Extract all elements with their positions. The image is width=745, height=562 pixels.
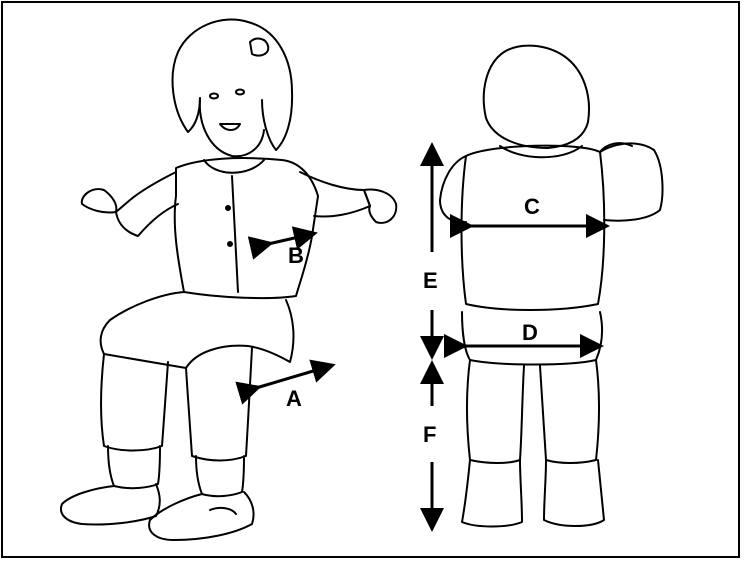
arrow-a	[256, 366, 330, 388]
left-sock	[108, 446, 160, 488]
child-eye-right	[236, 90, 244, 95]
jacket-placket	[232, 176, 238, 292]
label-a: A	[286, 388, 302, 410]
back-right-arm	[600, 143, 662, 220]
left-hand	[82, 189, 117, 212]
left-sleeve	[116, 172, 178, 236]
back-left-boot	[462, 460, 522, 527]
pants-right-leg	[186, 348, 252, 461]
back-left-leg	[467, 360, 524, 463]
back-head	[484, 46, 589, 148]
right-sock	[196, 456, 244, 496]
measurement-arrows	[256, 148, 604, 526]
label-e: E	[423, 270, 438, 292]
label-b: B	[288, 245, 304, 267]
back-jacket	[462, 146, 605, 310]
back-right-boot	[544, 460, 604, 526]
left-shoe	[61, 484, 160, 525]
back-right-leg	[540, 360, 599, 463]
label-d: D	[522, 322, 538, 344]
right-hand	[364, 190, 396, 223]
standing-child-figure	[440, 46, 662, 527]
child-mouth	[220, 124, 240, 130]
child-face	[200, 98, 264, 156]
pants-thigh	[101, 292, 294, 368]
hair-clip	[250, 39, 268, 56]
shirt-collar	[204, 160, 264, 173]
child-eye-left	[210, 94, 218, 99]
pants-left-leg	[101, 354, 168, 451]
sitting-child-figure	[61, 20, 396, 540]
right-shoe	[149, 492, 253, 540]
label-f: F	[423, 424, 436, 446]
label-c: C	[524, 196, 540, 218]
jacket-body	[175, 158, 318, 298]
